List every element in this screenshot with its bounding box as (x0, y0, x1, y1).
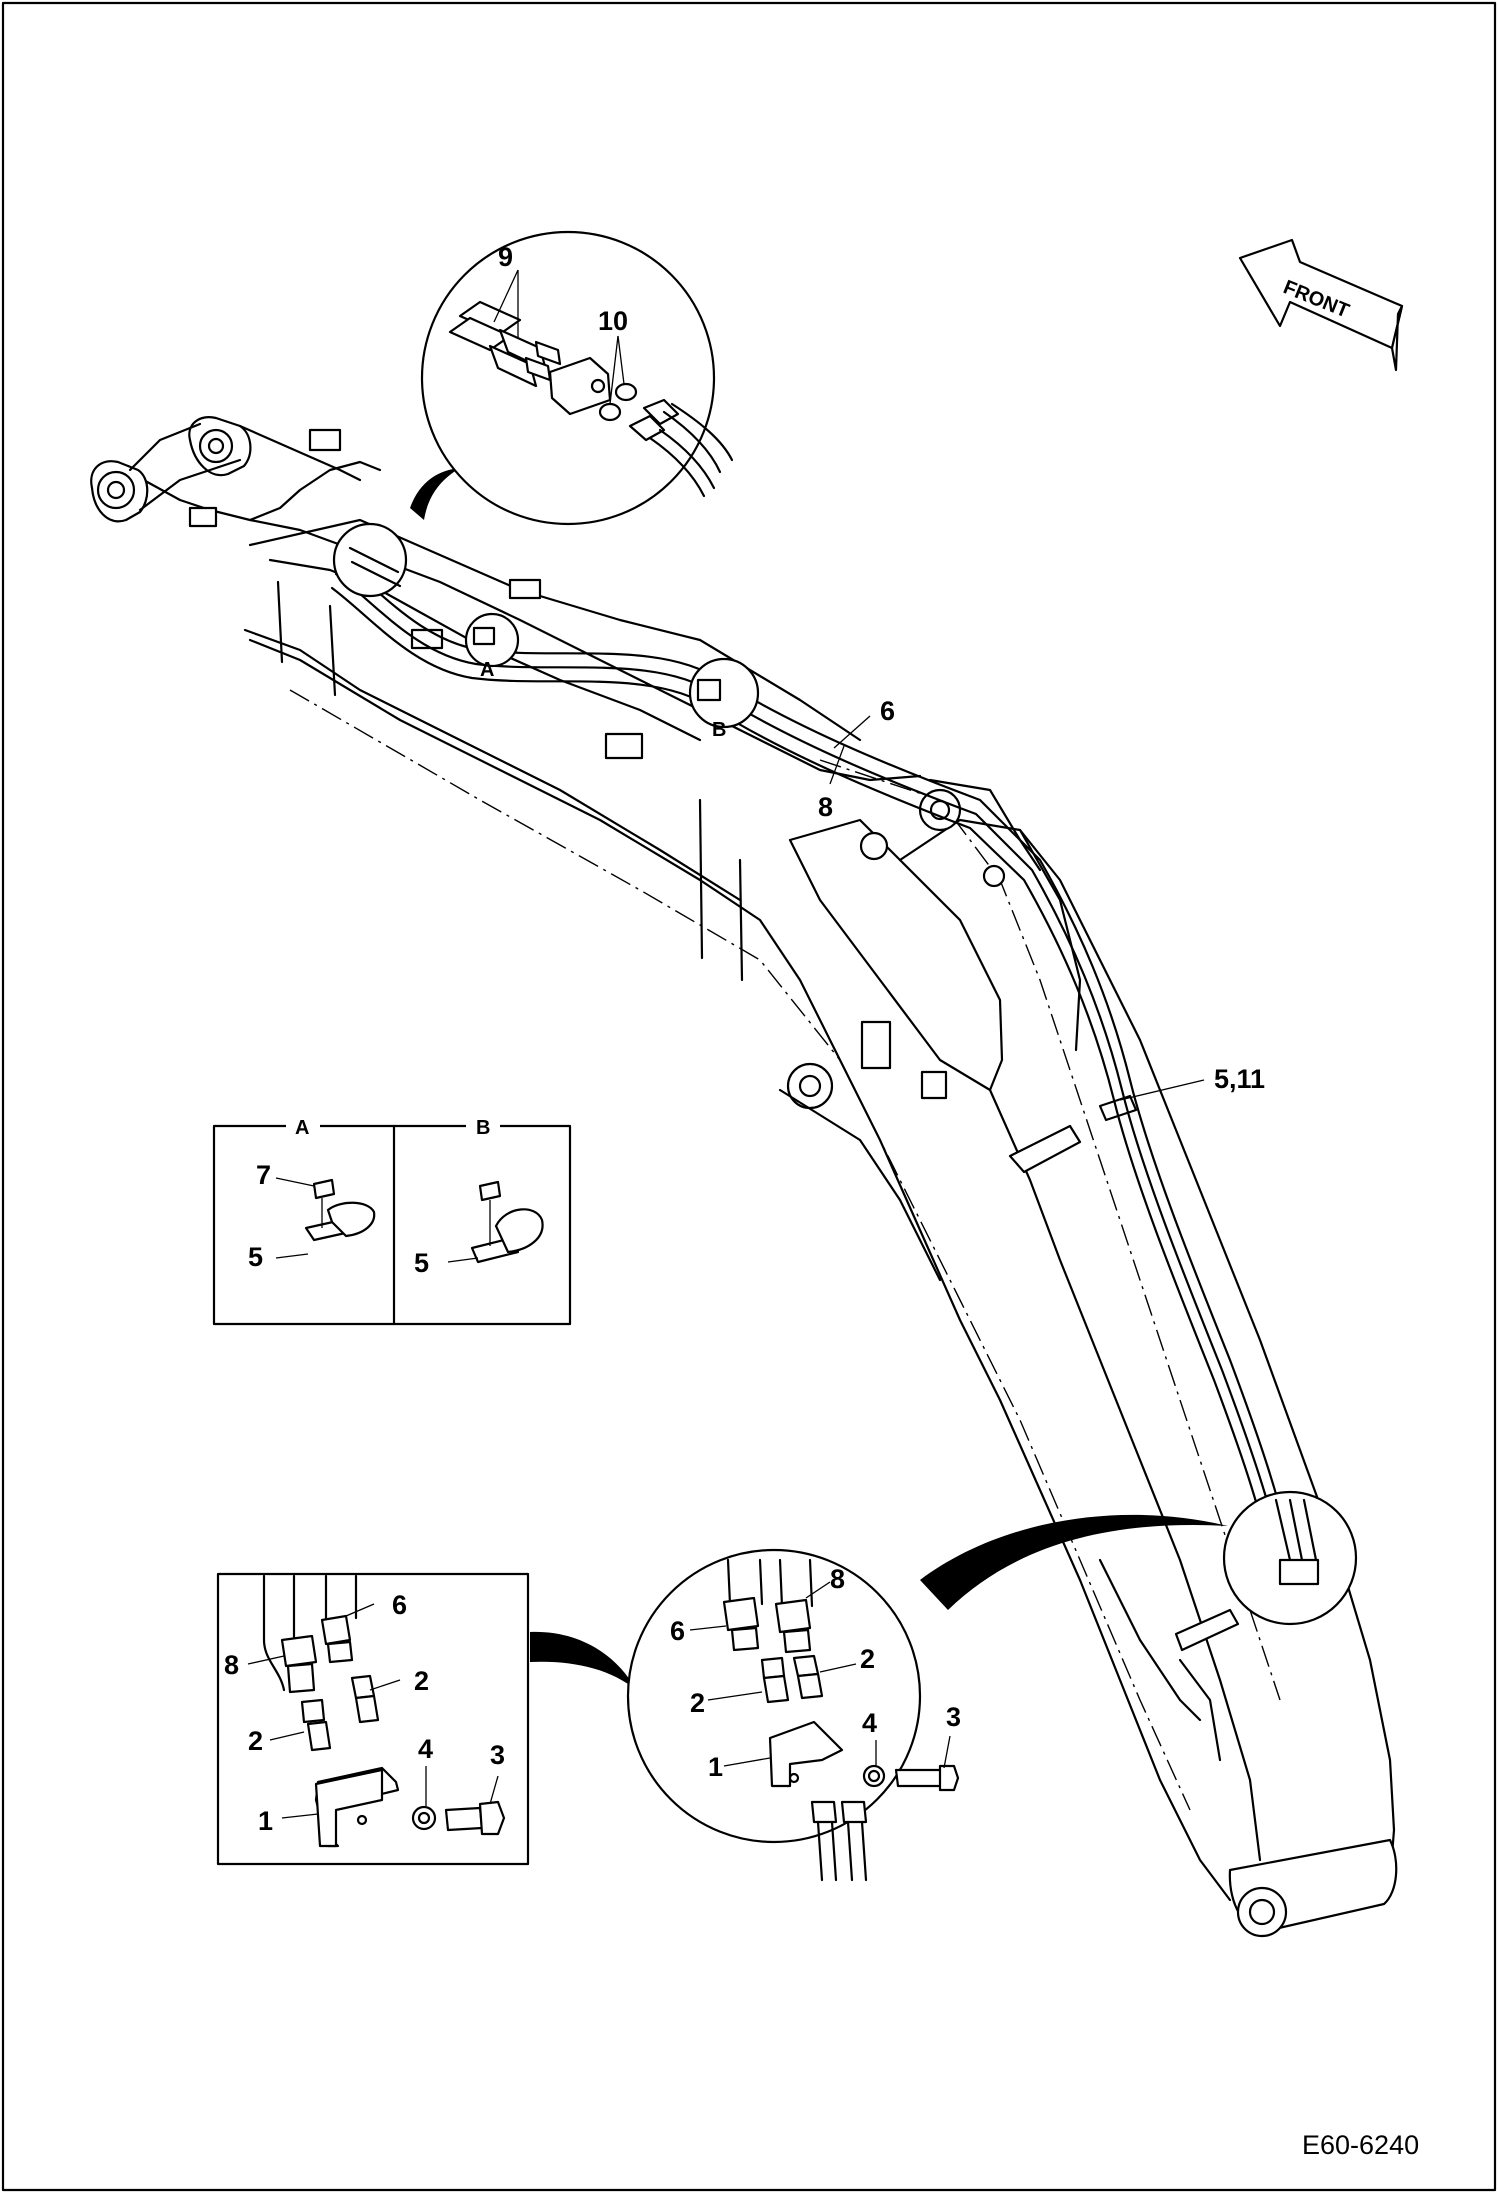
marker-connector (332, 522, 408, 598)
callout-2-circle-left: 2 (690, 1688, 705, 1718)
callout-4-box: 4 (418, 1734, 433, 1764)
marker-b (688, 657, 760, 729)
callout-4-circle: 4 (862, 1708, 877, 1738)
detail-box-bracket (216, 1572, 530, 1866)
arrow-left (530, 1631, 636, 1690)
detail-box-ab (212, 1114, 572, 1326)
callout-8-box: 8 (224, 1650, 239, 1680)
drawing-code: E60-6240 (1302, 2130, 1420, 2160)
callout-5-a: 5 (248, 1242, 263, 1272)
callout-2-box-left: 2 (248, 1726, 263, 1756)
view-a-marker-label: A (480, 659, 494, 681)
callout-9: 9 (498, 242, 513, 272)
callout-10: 10 (598, 306, 628, 336)
callout-2-box-right: 2 (414, 1666, 429, 1696)
leader-6 (833, 715, 871, 749)
excavator-boom (90, 416, 1398, 1938)
view-b-marker-label: B (712, 719, 726, 741)
callout-6-box: 6 (392, 1590, 407, 1620)
connector-detail-top (420, 230, 734, 526)
callout-1-box: 1 (258, 1806, 273, 1836)
callout-6-boom: 6 (880, 696, 895, 726)
callout-7: 7 (256, 1160, 271, 1190)
callout-8-circle: 8 (830, 1564, 845, 1594)
callout-5-b: 5 (414, 1248, 429, 1278)
arrow-top (410, 468, 460, 520)
callout-3-circle: 3 (946, 1702, 961, 1732)
connector-detail-bottom (626, 1548, 960, 1882)
callout-3-box: 3 (490, 1740, 505, 1770)
view-b-title: B (476, 1117, 490, 1139)
callout-6-circle: 6 (670, 1616, 685, 1646)
front-arrow: FRONT (1238, 238, 1404, 372)
arrow-right (920, 1514, 1228, 1610)
view-a-title: A (295, 1117, 309, 1139)
callout-1-circle: 1 (708, 1752, 723, 1782)
callout-5-11: 5,11 (1214, 1064, 1265, 1094)
leader-511 (1119, 1079, 1205, 1101)
callout-2-circle-right: 2 (860, 1644, 875, 1674)
leader-8 (829, 745, 845, 785)
callout-8-boom: 8 (818, 792, 833, 822)
